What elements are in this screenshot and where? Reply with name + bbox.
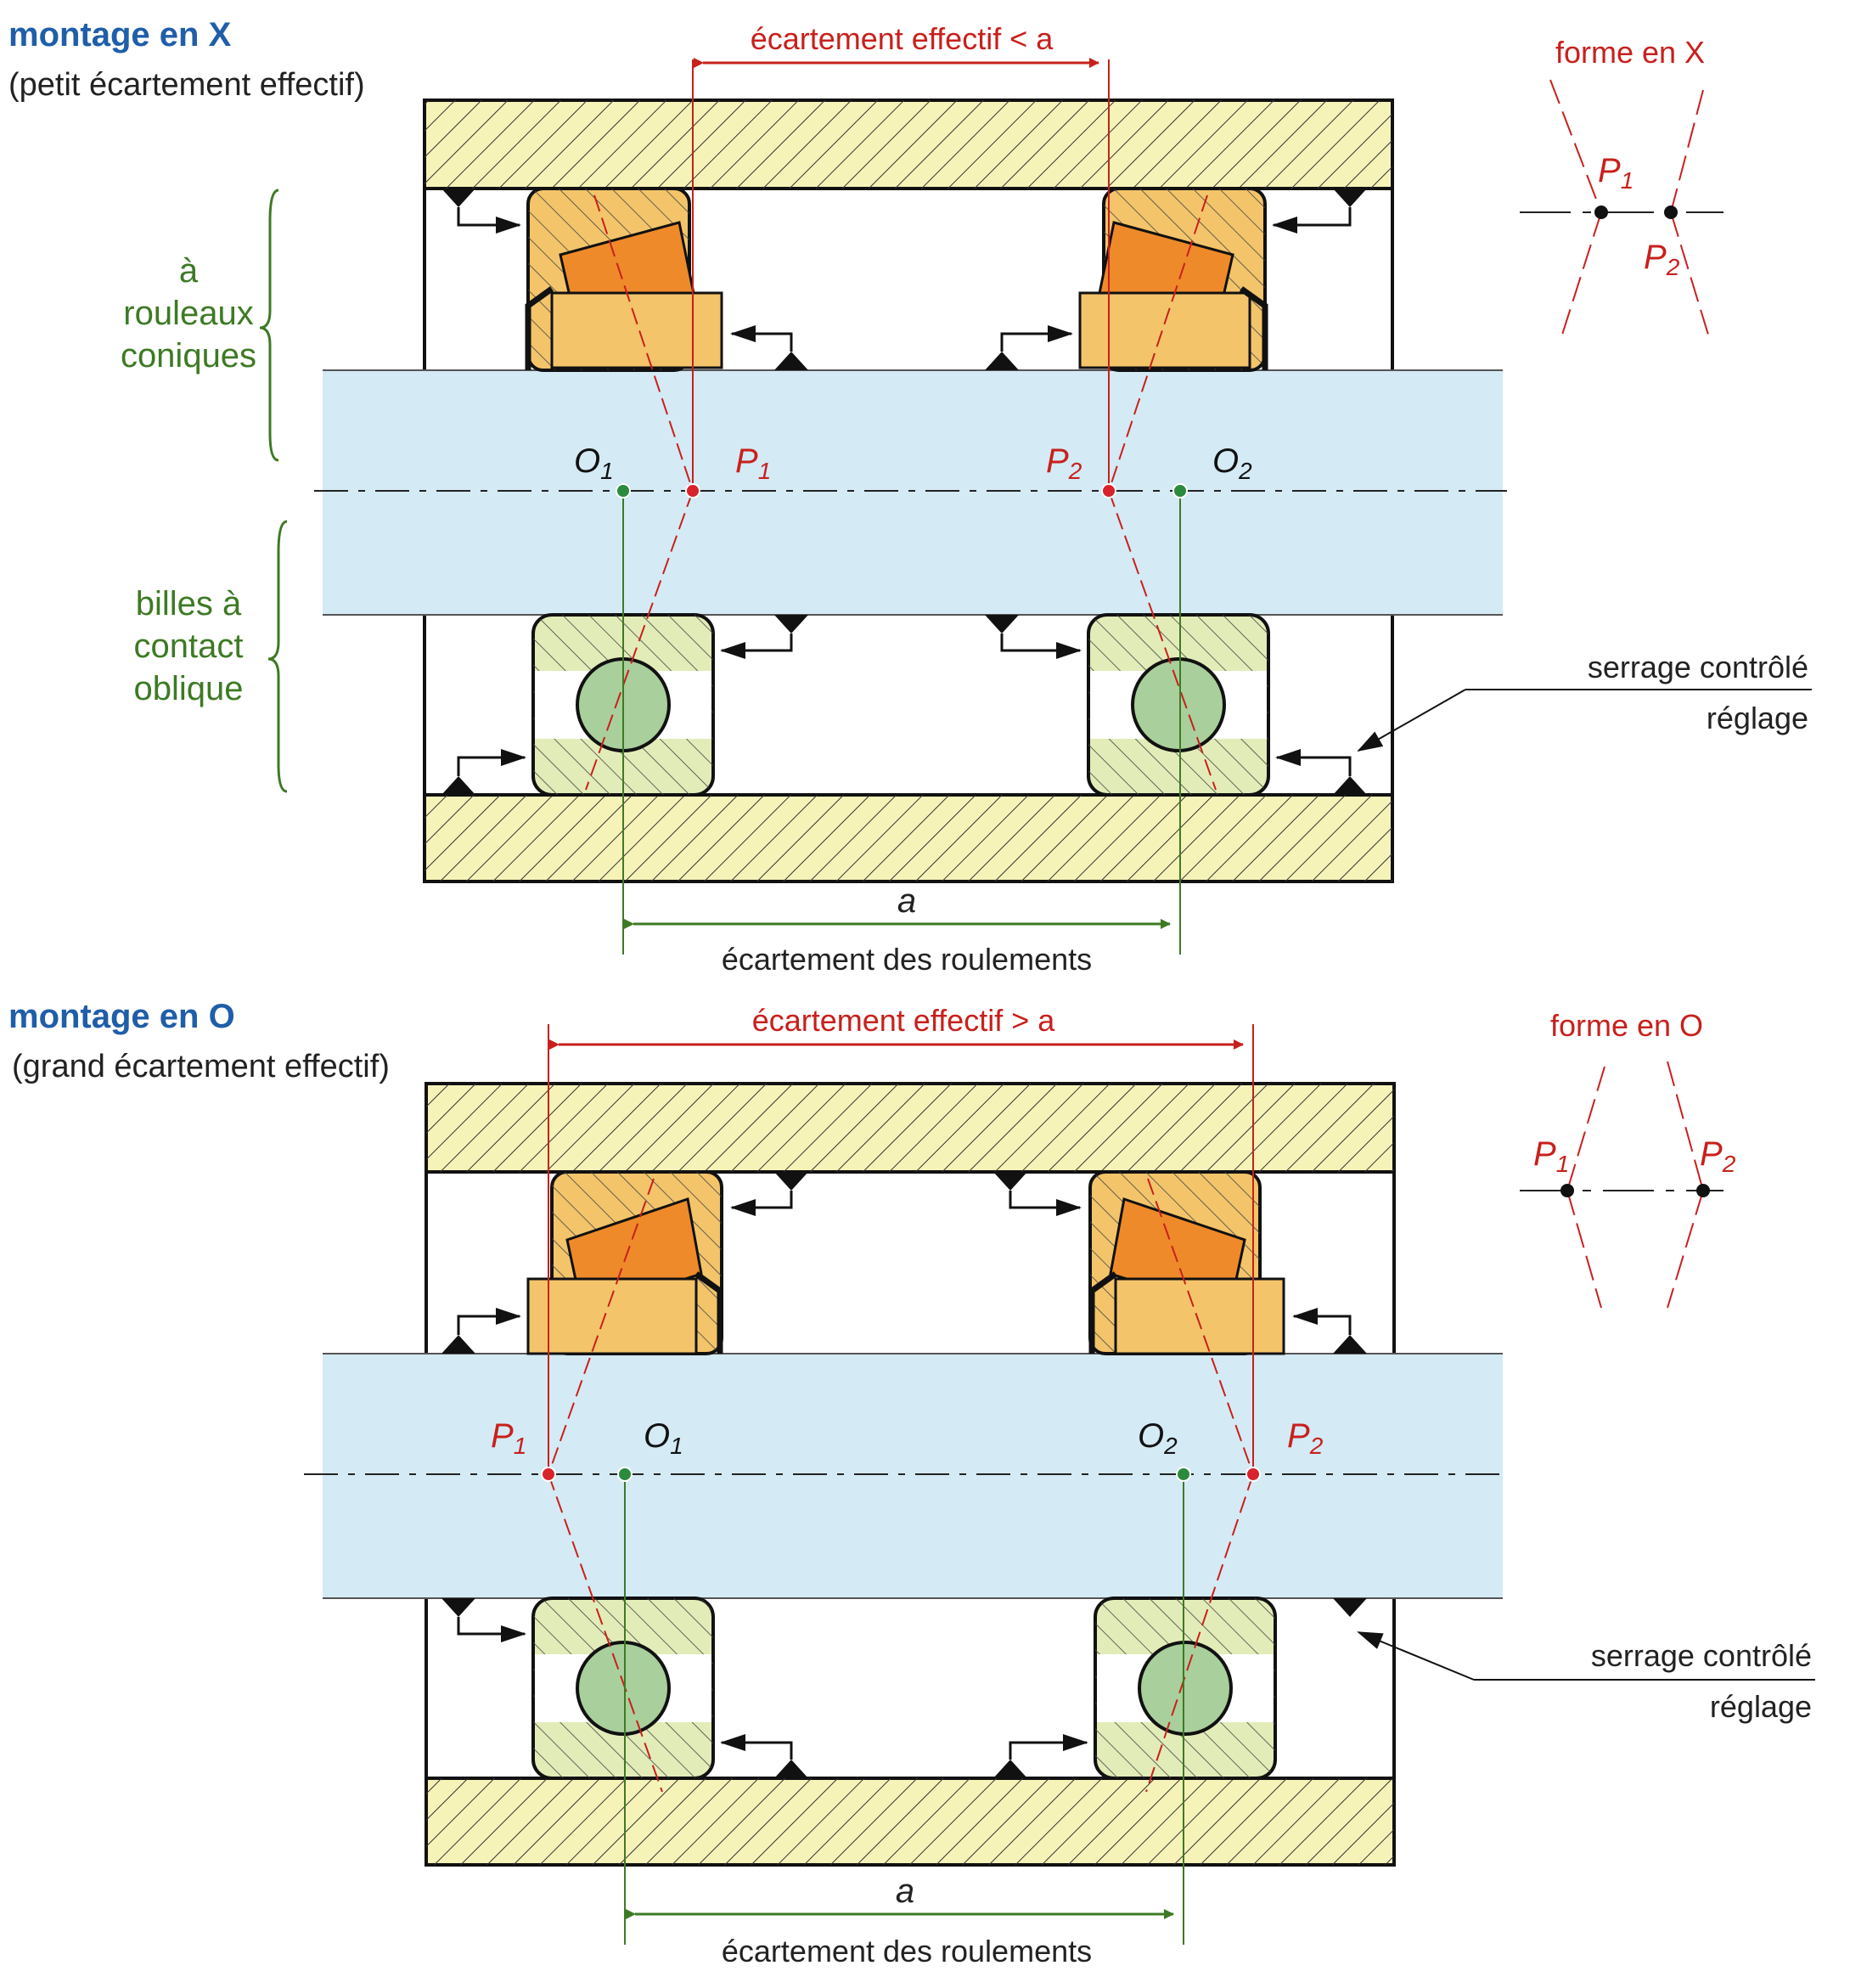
- top-point-p2: [1101, 483, 1116, 498]
- top-forme-label: forme en X: [1555, 35, 1705, 70]
- top-label-o1: O1: [574, 442, 614, 484]
- bottom-label-p2: P2: [1287, 1417, 1324, 1459]
- svg-text:oblique: oblique: [133, 670, 243, 707]
- top-shaft: [323, 370, 1503, 615]
- bottom-ball-bearing-left: [531, 1597, 715, 1780]
- top-mini-p1: P1: [1598, 152, 1634, 194]
- tapered-side-label: à rouleaux coniques: [121, 189, 279, 462]
- bottom-mini-p2: P2: [1700, 1135, 1736, 1177]
- bottom-diagram: P1 P2 O1 O2 montage en O (grand écarteme…: [8, 998, 1815, 1968]
- bottom-pressure-lines: [548, 1024, 1254, 1793]
- bottom-reglage-label: réglage: [1710, 1689, 1812, 1724]
- svg-text:coniques: coniques: [121, 337, 256, 375]
- angular-side-label: billes à contact oblique: [133, 520, 288, 793]
- top-adjust-arrows: [457, 207, 1352, 776]
- top-point-o1: [616, 483, 631, 498]
- top-label-p1: P1: [735, 442, 771, 484]
- bottom-point-o1: [617, 1467, 633, 1482]
- top-serrage-label: serrage contrôlé: [1588, 650, 1808, 684]
- bottom-adjust-markers: [441, 1172, 1367, 1778]
- bottom-point-o2: [1176, 1467, 1191, 1482]
- bottom-point-p2: [1246, 1467, 1261, 1482]
- bottom-tapered-bearing-left: [526, 1170, 723, 1355]
- bottom-label-p1: P1: [491, 1417, 526, 1459]
- top-label-p2: P2: [1046, 442, 1082, 484]
- bottom-serrage-label: serrage contrôlé: [1591, 1638, 1812, 1673]
- bottom-forme-label: forme en O: [1550, 1008, 1703, 1043]
- bottom-label-o2: O2: [1138, 1417, 1178, 1459]
- svg-text:contact: contact: [134, 628, 244, 665]
- bottom-ball-bearing-right: [1094, 1597, 1277, 1780]
- top-effective-label: écartement effectif < a: [751, 21, 1054, 56]
- top-point-p1: [685, 483, 700, 498]
- bottom-adjust-arrows: [457, 1191, 1352, 1760]
- top-ball-bearing-right: [1087, 613, 1270, 797]
- bottom-effective-label: écartement effectif > a: [752, 1003, 1056, 1038]
- top-pressure-lines: [585, 59, 1217, 791]
- top-adjust-markers: [441, 189, 1367, 795]
- top-a-label: a: [897, 882, 916, 920]
- bottom-title: montage en O: [8, 998, 235, 1035]
- bottom-a-label: a: [896, 1873, 914, 1910]
- top-reglage-label: réglage: [1707, 701, 1808, 735]
- top-forme-x-icon: P1 P2: [1520, 79, 1723, 335]
- top-tapered-bearing-right: [1078, 187, 1268, 372]
- bottom-mini-p1: P1: [1533, 1135, 1569, 1177]
- top-title: montage en X: [8, 16, 232, 54]
- top-mini-p2: P2: [1644, 239, 1680, 280]
- bottom-label-o1: O1: [644, 1417, 683, 1459]
- bottom-forme-o-icon: P1 P2: [1520, 1061, 1736, 1309]
- top-bearing-axes: [622, 491, 1181, 955]
- bottom-point-p1: [541, 1467, 556, 1482]
- top-subtitle: (petit écartement effectif): [8, 67, 365, 103]
- top-diagram: O1 O2 P1 P2 montage en X (petit écarteme…: [8, 16, 1812, 977]
- bottom-bearing-axes: [624, 1474, 1184, 1945]
- svg-text:à: à: [179, 252, 199, 290]
- top-label-o2: O2: [1212, 442, 1252, 484]
- top-spacing-label: écartement des roulements: [722, 942, 1092, 977]
- bottom-spacing-label: écartement des roulements: [722, 1934, 1092, 1968]
- top-point-o2: [1172, 483, 1188, 498]
- bottom-shaft: [323, 1354, 1503, 1598]
- bottom-subtitle: (grand écartement effectif): [12, 1049, 390, 1084]
- bottom-tapered-bearing-right: [1088, 1170, 1285, 1355]
- svg-text:billes à: billes à: [136, 585, 242, 622]
- svg-text:rouleaux: rouleaux: [123, 295, 253, 332]
